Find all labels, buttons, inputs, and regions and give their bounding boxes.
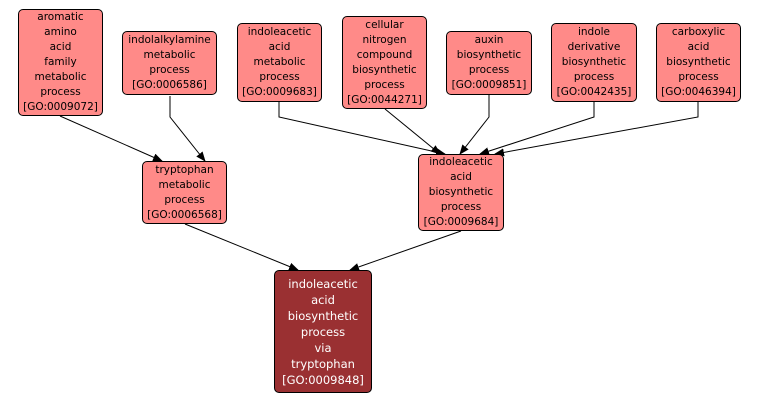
- go-term-id: [GO:0009072]: [23, 101, 98, 113]
- go-term-label-line: acid: [311, 292, 335, 307]
- go-term-label-line: process: [440, 201, 482, 213]
- go-term-label-line: biosynthetic: [428, 186, 494, 198]
- edge-arrow: [459, 95, 490, 155]
- go-term-id: [GO:0009684]: [423, 216, 499, 228]
- edge-arrow: [349, 230, 462, 271]
- go-term-label-line: process: [573, 71, 615, 83]
- go-term-label-line: metabolic: [158, 178, 211, 191]
- go-term-label-line: nitrogen: [362, 33, 407, 46]
- edge-arrow: [59, 115, 163, 162]
- go-term-id: [GO:0009851]: [451, 79, 527, 91]
- go-term-label-line: family: [44, 56, 77, 68]
- go-term-label-line: metabolic: [143, 49, 196, 61]
- go-term-label-line: indolalkylamine: [128, 34, 211, 46]
- go-term-node[interactable]: indole derivative biosynthetic process [GO:0…: [551, 23, 637, 102]
- go-term-label-line: tryptophan: [155, 163, 214, 176]
- edge-arrow: [169, 96, 206, 162]
- go-term-label-line: process: [468, 64, 510, 76]
- go-term-label-line: carboxylic: [671, 26, 726, 38]
- go-term-label-line: acid: [268, 41, 291, 53]
- go-term-node[interactable]: auxin biosynthetic process [GO:0009851]: [446, 31, 532, 95]
- go-term-node[interactable]: indoleacetic acid biosynthetic process [GO:0…: [418, 154, 504, 231]
- go-term-label-line: process: [300, 324, 346, 339]
- go-term-node[interactable]: indolalkylamine metabolic process [GO:00065…: [122, 31, 217, 95]
- edge-arrow: [384, 108, 441, 155]
- go-term-label-line: biosynthetic: [352, 63, 417, 76]
- go-term-label-line: auxin: [474, 34, 504, 46]
- go-term-label-line: indoleacetic: [288, 276, 358, 291]
- go-term-label-line: biosynthetic: [287, 308, 359, 323]
- go-term-label-line: via: [314, 340, 332, 355]
- go-term-label-line: aromatic: [37, 11, 84, 23]
- go-term-id: [GO:0006586]: [132, 79, 207, 91]
- go-term-label-line: tryptophan: [291, 356, 355, 371]
- go-term-id: [GO:0009683]: [242, 86, 317, 98]
- go-term-id: [GO:0009848]: [282, 372, 364, 387]
- go-term-node[interactable]: tryptophan metabolic process [GO:0006568]: [142, 161, 227, 224]
- go-term-label-line: indole: [577, 26, 611, 38]
- go-term-label-line: process: [40, 86, 81, 98]
- go-term-label-line: process: [259, 71, 300, 83]
- go-term-label-line: indoleacetic: [247, 26, 312, 38]
- go-term-label-line: metabolic: [34, 71, 87, 83]
- go-term-label-line: biosynthetic: [456, 49, 522, 61]
- go-term-node[interactable]: indoleacetic acid metabolic process [GO:0009…: [237, 23, 322, 102]
- go-term-label-line: compound: [356, 48, 413, 61]
- edge-arrow: [494, 102, 699, 157]
- go-term-node[interactable]: cellular nitrogen compound biosynthetic proc…: [342, 16, 427, 109]
- go-term-id: [GO:0044271]: [347, 93, 422, 106]
- go-term-label-line: indoleacetic: [429, 156, 493, 168]
- go-term-label-line: process: [364, 78, 405, 91]
- go-term-label-line: derivative: [567, 41, 621, 53]
- go-term-node[interactable]: aromatic amino acid family metabolic process […: [18, 9, 103, 116]
- go-term-node[interactable]: carboxylic acid biosynthetic process [GO:004…: [656, 23, 741, 102]
- edge-arrow: [479, 102, 595, 156]
- go-term-label-line: acid: [49, 41, 72, 53]
- go-term-id: [GO:0006568]: [147, 208, 222, 221]
- go-term-label-line: biosynthetic: [666, 56, 731, 68]
- go-term-id: [GO:0042435]: [556, 86, 632, 98]
- go-term-label-line: amino: [44, 26, 77, 38]
- go-term-label-line: process: [149, 64, 190, 76]
- go-term-label-line: biosynthetic: [561, 56, 627, 68]
- edge-arrow: [184, 223, 299, 271]
- go-term-label-line: cellular: [365, 18, 404, 31]
- go-term-label-line: metabolic: [253, 56, 306, 68]
- go-term-label-line: acid: [687, 41, 710, 53]
- go-term-label-line: process: [164, 193, 205, 206]
- edge-arrow: [278, 102, 446, 156]
- go-term-id: [GO:0046394]: [661, 86, 736, 98]
- go-term-label-line: process: [678, 71, 719, 83]
- go-term-label-line: acid: [450, 171, 472, 183]
